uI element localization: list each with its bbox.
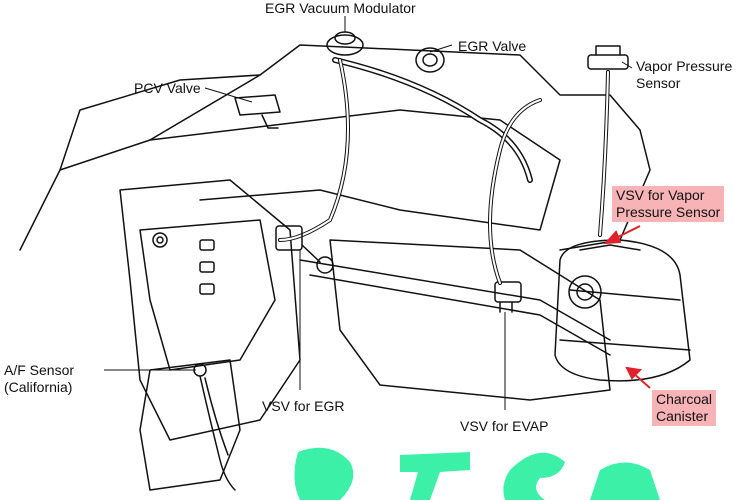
label-vsv-vapor-line2: Pressure Sensor — [616, 204, 721, 220]
label-vsv-vapor-pressure-sensor: VSV for Vapor Pressure Sensor — [612, 186, 725, 222]
label-pcv-valve: PCV Valve — [134, 80, 201, 96]
lower-rail — [329, 239, 611, 401]
leader-pcv — [204, 87, 253, 103]
charcoal-canister-body — [554, 239, 691, 382]
label-vapor-pressure-sensor: Vapor Pressure Sensor — [636, 58, 732, 92]
exhaust-manifold — [139, 359, 241, 491]
label-charcoal-canister: Charcoal Canister — [652, 390, 717, 426]
label-charcoal-line2: Canister — [656, 408, 709, 424]
leader-egr-valve — [429, 44, 453, 53]
label-vsv-evap: VSV for EVAP — [460, 418, 549, 434]
intake-manifold — [149, 109, 561, 231]
engine-upper-body — [59, 74, 261, 171]
pcv-valve-body — [234, 94, 281, 116]
leader-vapor-sensor — [621, 61, 633, 69]
watermark-shapes — [294, 447, 660, 500]
long-tube — [299, 259, 611, 341]
label-vapor-pressure-sensor-line2: Sensor — [636, 75, 681, 91]
vsv-egr-body — [275, 225, 303, 251]
label-af-sensor-line2: (California) — [4, 379, 73, 395]
egr-valve-body — [415, 47, 445, 73]
label-egr-valve: EGR Valve — [458, 38, 527, 54]
valve-cover-outline — [19, 44, 651, 251]
label-af-sensor: A/F Sensor (California) — [4, 362, 74, 396]
label-vsv-egr: VSV for EGR — [262, 398, 345, 414]
label-vsv-vapor-line1: VSV for Vapor — [616, 187, 705, 203]
label-af-sensor-line1: A/F Sensor — [4, 362, 75, 378]
vapor-pressure-sensor-connector — [587, 54, 629, 70]
label-egr-vacuum-modulator: EGR Vacuum Modulator — [265, 0, 416, 16]
label-charcoal-line1: Charcoal — [656, 391, 713, 407]
vsv-evap-body — [494, 281, 522, 303]
egr-vacuum-hose — [278, 58, 350, 242]
egr-modulator-body — [326, 34, 364, 56]
engine-front-block — [119, 179, 301, 441]
label-vapor-pressure-sensor-line1: Vapor Pressure — [636, 58, 733, 74]
timing-cover — [139, 219, 276, 371]
